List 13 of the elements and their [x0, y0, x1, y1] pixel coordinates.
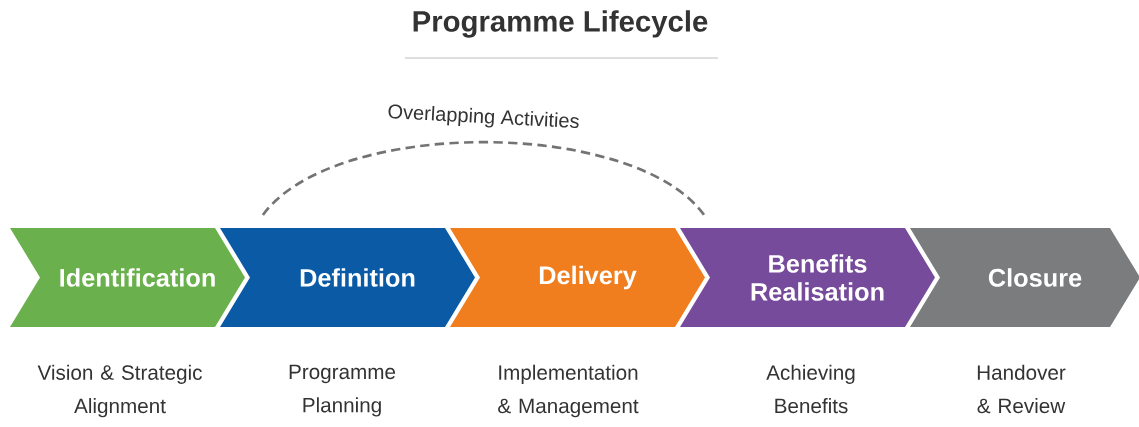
chevron-step: Closure — [910, 228, 1139, 327]
step-description: Implementation & Management — [498, 364, 639, 418]
edge-label: Overlapping Activities — [384, 100, 583, 136]
chevron-step: Delivery — [450, 228, 705, 327]
step-description: Programme Planning — [289, 364, 396, 417]
step-description: Achieving Benefits — [766, 364, 855, 414]
title: Programme Lifecycle — [413, 10, 708, 38]
step-description: Handover & Review — [977, 364, 1066, 414]
chevron-step: Benefits Realisation — [680, 228, 935, 327]
chevron-step: Definition — [220, 228, 475, 327]
step-description: Vision & Strategic Alignment — [37, 364, 202, 418]
dashed-arc — [261, 140, 706, 216]
chevron-step: Identification — [10, 228, 245, 327]
